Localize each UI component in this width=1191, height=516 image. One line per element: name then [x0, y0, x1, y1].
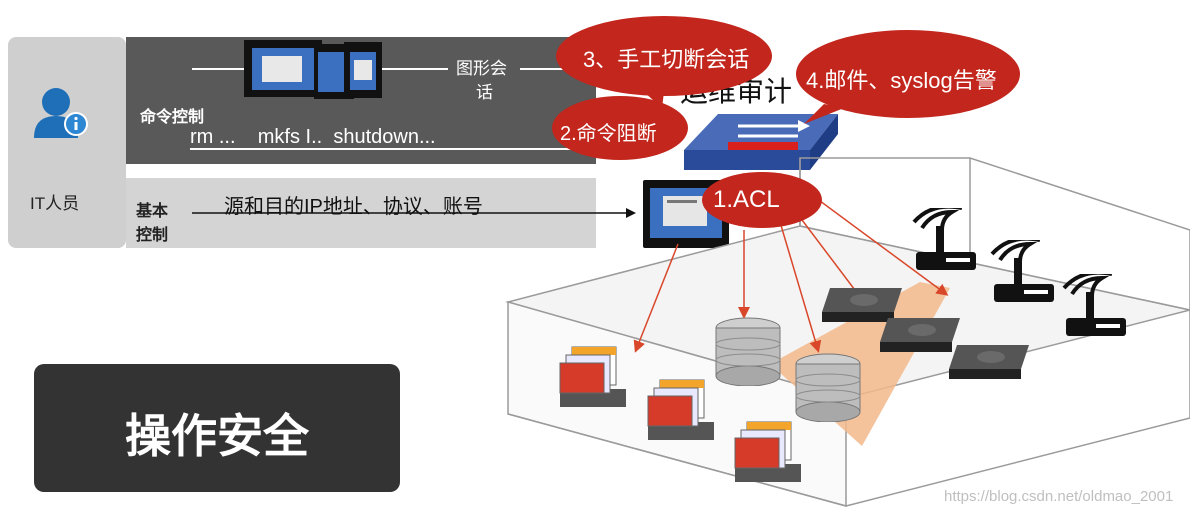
bubble-mail-alert: 4.邮件、syslog告警 — [806, 68, 997, 93]
bubble-cmd-block: 2.命令阻断 — [560, 123, 657, 145]
command-line — [520, 68, 596, 70]
screen-thumbnails — [244, 40, 382, 99]
database-icon — [715, 317, 781, 386]
graphic-session-label-1: 图形会 — [456, 59, 507, 78]
command-line — [190, 148, 596, 150]
basic-control-arrow — [192, 208, 636, 218]
title-label: 操作安全 — [125, 410, 309, 462]
title-box — [34, 364, 400, 492]
bubble-acl-shape — [702, 172, 822, 228]
server-disk-icon — [822, 288, 902, 322]
role-panel — [8, 37, 126, 248]
command-line — [192, 68, 248, 70]
bubble-acl: 1.ACL — [713, 186, 780, 213]
firewall-device — [684, 114, 838, 170]
command-control-label: 命令控制 — [140, 109, 205, 126]
wireless-router-icon — [1062, 274, 1126, 336]
command-line — [378, 68, 448, 70]
wireless-router-icon — [990, 240, 1054, 302]
basic-control-label-1: 基本 — [136, 203, 169, 220]
document-server-icon — [559, 346, 626, 407]
bubble-mail-alert-shape — [796, 30, 1020, 124]
command-list: rm ... mkfs I.. shutdown... — [190, 126, 436, 148]
server-disk-icon — [949, 345, 1029, 379]
role-label: IT人员 — [30, 194, 80, 213]
database-icon — [795, 353, 861, 422]
server-disk-icon — [880, 318, 960, 352]
acl-arrows — [633, 200, 949, 353]
watermark: https://blog.csdn.net/oldmao_2001 — [944, 488, 1174, 505]
document-server-icon — [734, 421, 801, 482]
user-info-icon — [34, 88, 88, 138]
bubble-manual-cut: 3、手工切断会话 — [583, 47, 750, 72]
document-server-icon — [647, 379, 714, 440]
basic-control-label-2: 控制 — [136, 227, 169, 244]
graphic-session-label-2: 话 — [476, 83, 493, 102]
wireless-router-icon — [912, 208, 976, 270]
bubble-cmd-block-shape — [552, 96, 688, 160]
